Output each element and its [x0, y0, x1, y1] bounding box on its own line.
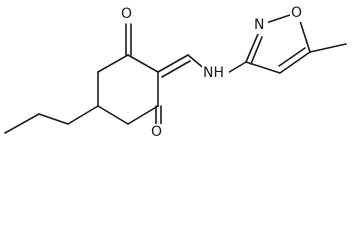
- bond-c5-c4-ring-a: [279, 51, 311, 74]
- mask-o-top: [120, 5, 136, 23]
- bond-c1-c6: [127, 54, 159, 73]
- mask-o-bottom: [150, 124, 166, 142]
- bond-exocyclic-double-b: [161, 60, 191, 78]
- bond-c5-c4-ring-b: [278, 47, 306, 67]
- bond-ethyl-ch3-ch2: [4, 113, 40, 134]
- molecule-drawing: O O NH N O: [4, 5, 347, 142]
- atom-o-bottom: O: [151, 124, 162, 140]
- mask-ring-n: [253, 17, 268, 34]
- atom-ring-n: N: [254, 17, 264, 33]
- bond-c6-c5: [97, 54, 129, 73]
- bond-c5-methyl: [309, 43, 347, 53]
- bond-c5-c4: [67, 105, 99, 125]
- bond-c4-c3-ring: [245, 61, 281, 74]
- bond-n2-o1: [265, 13, 294, 24]
- bond-nh-c3: [225, 61, 247, 75]
- mask-ring-o: [290, 5, 305, 22]
- bond-ethyl-ch2-c5: [38, 113, 69, 125]
- bond-c3-n2-b: [250, 36, 263, 65]
- bond-c3-c2: [127, 105, 159, 125]
- atom-o-top: O: [121, 6, 132, 22]
- structure-diagram: O O NH N O: [4, 5, 347, 142]
- bond-o1-c5: [299, 20, 311, 53]
- bond-c4-c3: [97, 105, 129, 125]
- atom-ring-o: O: [291, 5, 302, 21]
- bond-c3-n2-a: [245, 33, 259, 63]
- mask-nh: [202, 65, 229, 81]
- atom-nh: NH: [203, 65, 224, 81]
- bond-exocyclic-double-a: [157, 54, 189, 73]
